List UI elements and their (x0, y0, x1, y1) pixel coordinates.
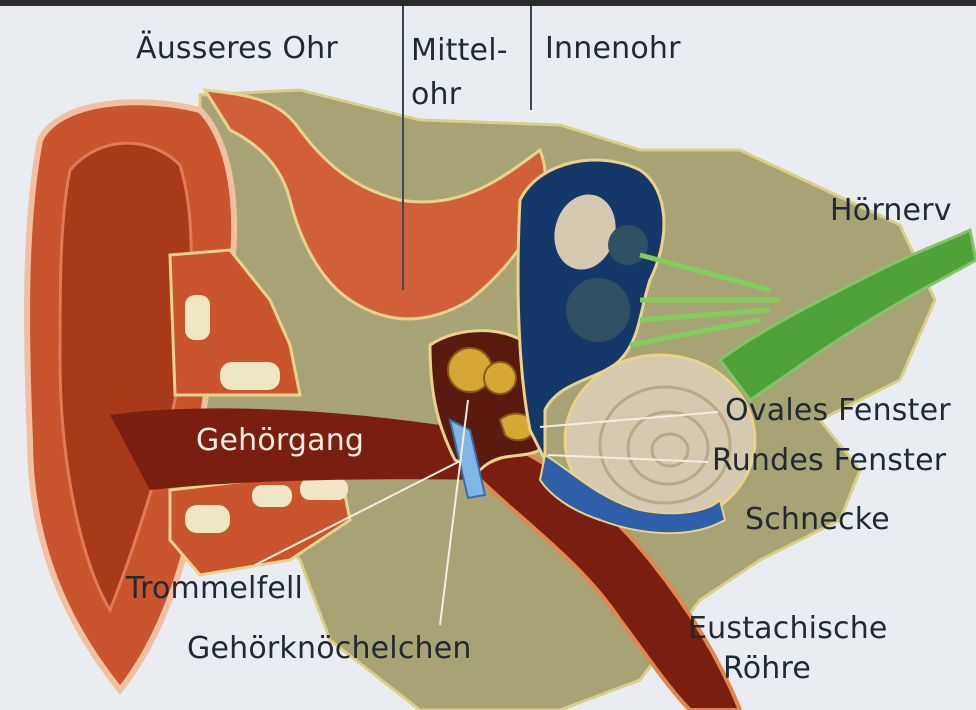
eardrum (448, 418, 487, 500)
cartilage-spot-3 (185, 505, 230, 533)
label-gehoergang: Gehörgang (196, 423, 365, 458)
cochlea-turn-1 (598, 385, 732, 505)
cochlea-turn-3 (650, 432, 690, 468)
nerve-branches (629, 252, 780, 348)
leader-trommelfell (254, 459, 463, 566)
saccule (608, 225, 648, 265)
label-rundes-fenster: Rundes Fenster (712, 443, 947, 478)
utricle (566, 278, 630, 342)
auricle-inner (58, 141, 193, 614)
cochlea-duct (538, 453, 727, 535)
label-inner-ear: Innenohr (545, 31, 681, 66)
semicircular-canal (554, 194, 616, 270)
label-middle-ear-line2: ohr (411, 77, 462, 112)
leader-ovales-fenster (539, 411, 719, 428)
label-middle-ear-line1: Mittel- (411, 33, 508, 68)
label-eustachische-line1: Eustachische (688, 611, 888, 646)
label-outer-ear: Äusseres Ohr (136, 31, 338, 66)
cartilage-spot-2 (220, 362, 280, 390)
cochlea-turn-2 (626, 410, 710, 486)
incus (483, 361, 517, 395)
leader-rundes-fenster (547, 454, 709, 463)
top-bar (0, 0, 976, 6)
cartilage-spot-4 (252, 485, 292, 507)
cartilage-spot-5 (300, 478, 348, 500)
ear-canal (110, 408, 480, 490)
leader-gehoerknoechelchen (439, 399, 469, 626)
label-gehoerknoechelchen: Gehörknöchelchen (187, 631, 472, 666)
label-hoernerv: Hörnerv (830, 193, 952, 228)
label-eustachische-line2: Röhre (723, 651, 811, 686)
cartilage-upper (168, 248, 302, 397)
cartilage-spot-1 (185, 295, 210, 340)
label-schnecke: Schnecke (745, 502, 890, 537)
label-ovales-fenster: Ovales Fenster (725, 393, 951, 428)
label-trommelfell: Trommelfell (126, 571, 304, 606)
